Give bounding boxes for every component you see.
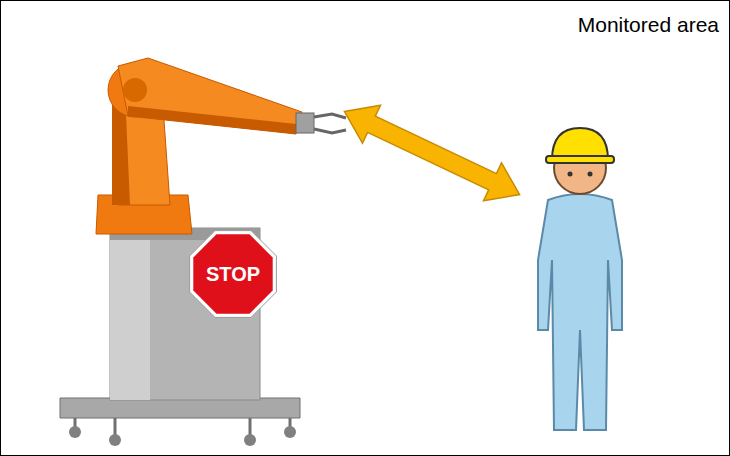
area-label: Monitored area: [578, 13, 719, 37]
worker-figure: [538, 128, 622, 430]
robot-arm: [96, 58, 346, 234]
proximity-arrow: [335, 92, 528, 213]
stop-sign: STOP: [185, 226, 281, 322]
robot-base-frame: [60, 398, 300, 446]
sign-text: STOP: [206, 263, 260, 285]
